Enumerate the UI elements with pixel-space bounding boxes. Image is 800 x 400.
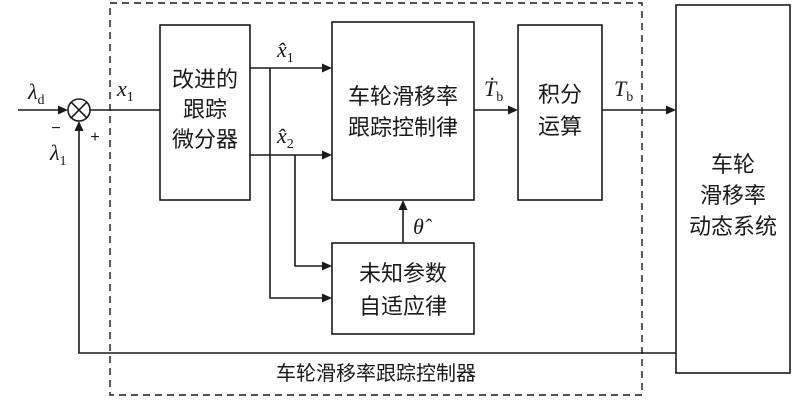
lambda-1-label: λ1 <box>49 140 67 169</box>
controller-boundary <box>109 2 643 396</box>
x1-hat-to-adaptive-arrowhead <box>322 293 332 303</box>
tb-arrowhead <box>666 105 676 115</box>
feedback-arrowhead <box>74 121 84 131</box>
minus-sign: − <box>51 120 60 137</box>
integrator-block: 积分 运算 <box>517 24 603 201</box>
x1-hat-to-adaptive-wire <box>269 68 322 299</box>
slip-controller-label-line1: 车轮滑移率 <box>348 85 458 110</box>
adaptive-law-block: 未知参数 自适应律 <box>331 242 475 335</box>
theta-hat-label: θ̂ <box>413 214 433 239</box>
tb-label: Tb <box>614 76 633 105</box>
tracking-differentiator-label-line3: 微分器 <box>172 128 238 153</box>
plant-block: 车轮 滑移率 动态系统 <box>675 4 791 374</box>
feedback-wire <box>78 131 676 354</box>
integrator-label-line2: 运算 <box>538 115 582 140</box>
x2-hat-arrowhead <box>322 150 332 160</box>
x1-hat-arrowhead <box>322 63 332 73</box>
x2-hat-to-adaptive-arrowhead <box>322 261 332 271</box>
adaptive-law-label-line1: 未知参数 <box>359 262 447 287</box>
tracking-differentiator-block: 改进的 跟踪 微分器 <box>159 24 251 201</box>
slip-controller-label-line2: 跟踪控制律 <box>348 116 458 141</box>
tb-dot-label: Ṫb <box>484 76 503 105</box>
theta-hat-arrowhead <box>398 200 408 210</box>
summing-junction <box>67 98 91 122</box>
slip-controller-block: 车轮滑移率 跟踪控制律 <box>331 21 475 201</box>
tb-dot-arrowhead <box>508 105 518 115</box>
plus-sign: + <box>90 129 99 146</box>
plant-label-line3: 动态系统 <box>689 215 777 240</box>
integrator-label-line1: 积分 <box>538 83 582 108</box>
controller-region-label: 车轮滑移率跟踪控制器 <box>276 361 476 385</box>
tracking-differentiator-label-line1: 改进的 <box>172 68 238 93</box>
lambda-d-label: λd <box>27 79 45 108</box>
adaptive-law-label-line2: 自适应律 <box>359 295 447 320</box>
plant-label-line2: 滑移率 <box>700 184 766 209</box>
input-arrowhead <box>58 105 68 115</box>
plant-label-line1: 车轮 <box>711 153 755 178</box>
x1-hat-label: x̂1 <box>276 37 294 66</box>
x1-label: x1 <box>116 76 134 105</box>
x2-hat-to-adaptive-wire <box>294 155 322 267</box>
tracking-differentiator-label-line2: 跟踪 <box>183 98 227 123</box>
x2-hat-label: x̂2 <box>276 123 294 152</box>
